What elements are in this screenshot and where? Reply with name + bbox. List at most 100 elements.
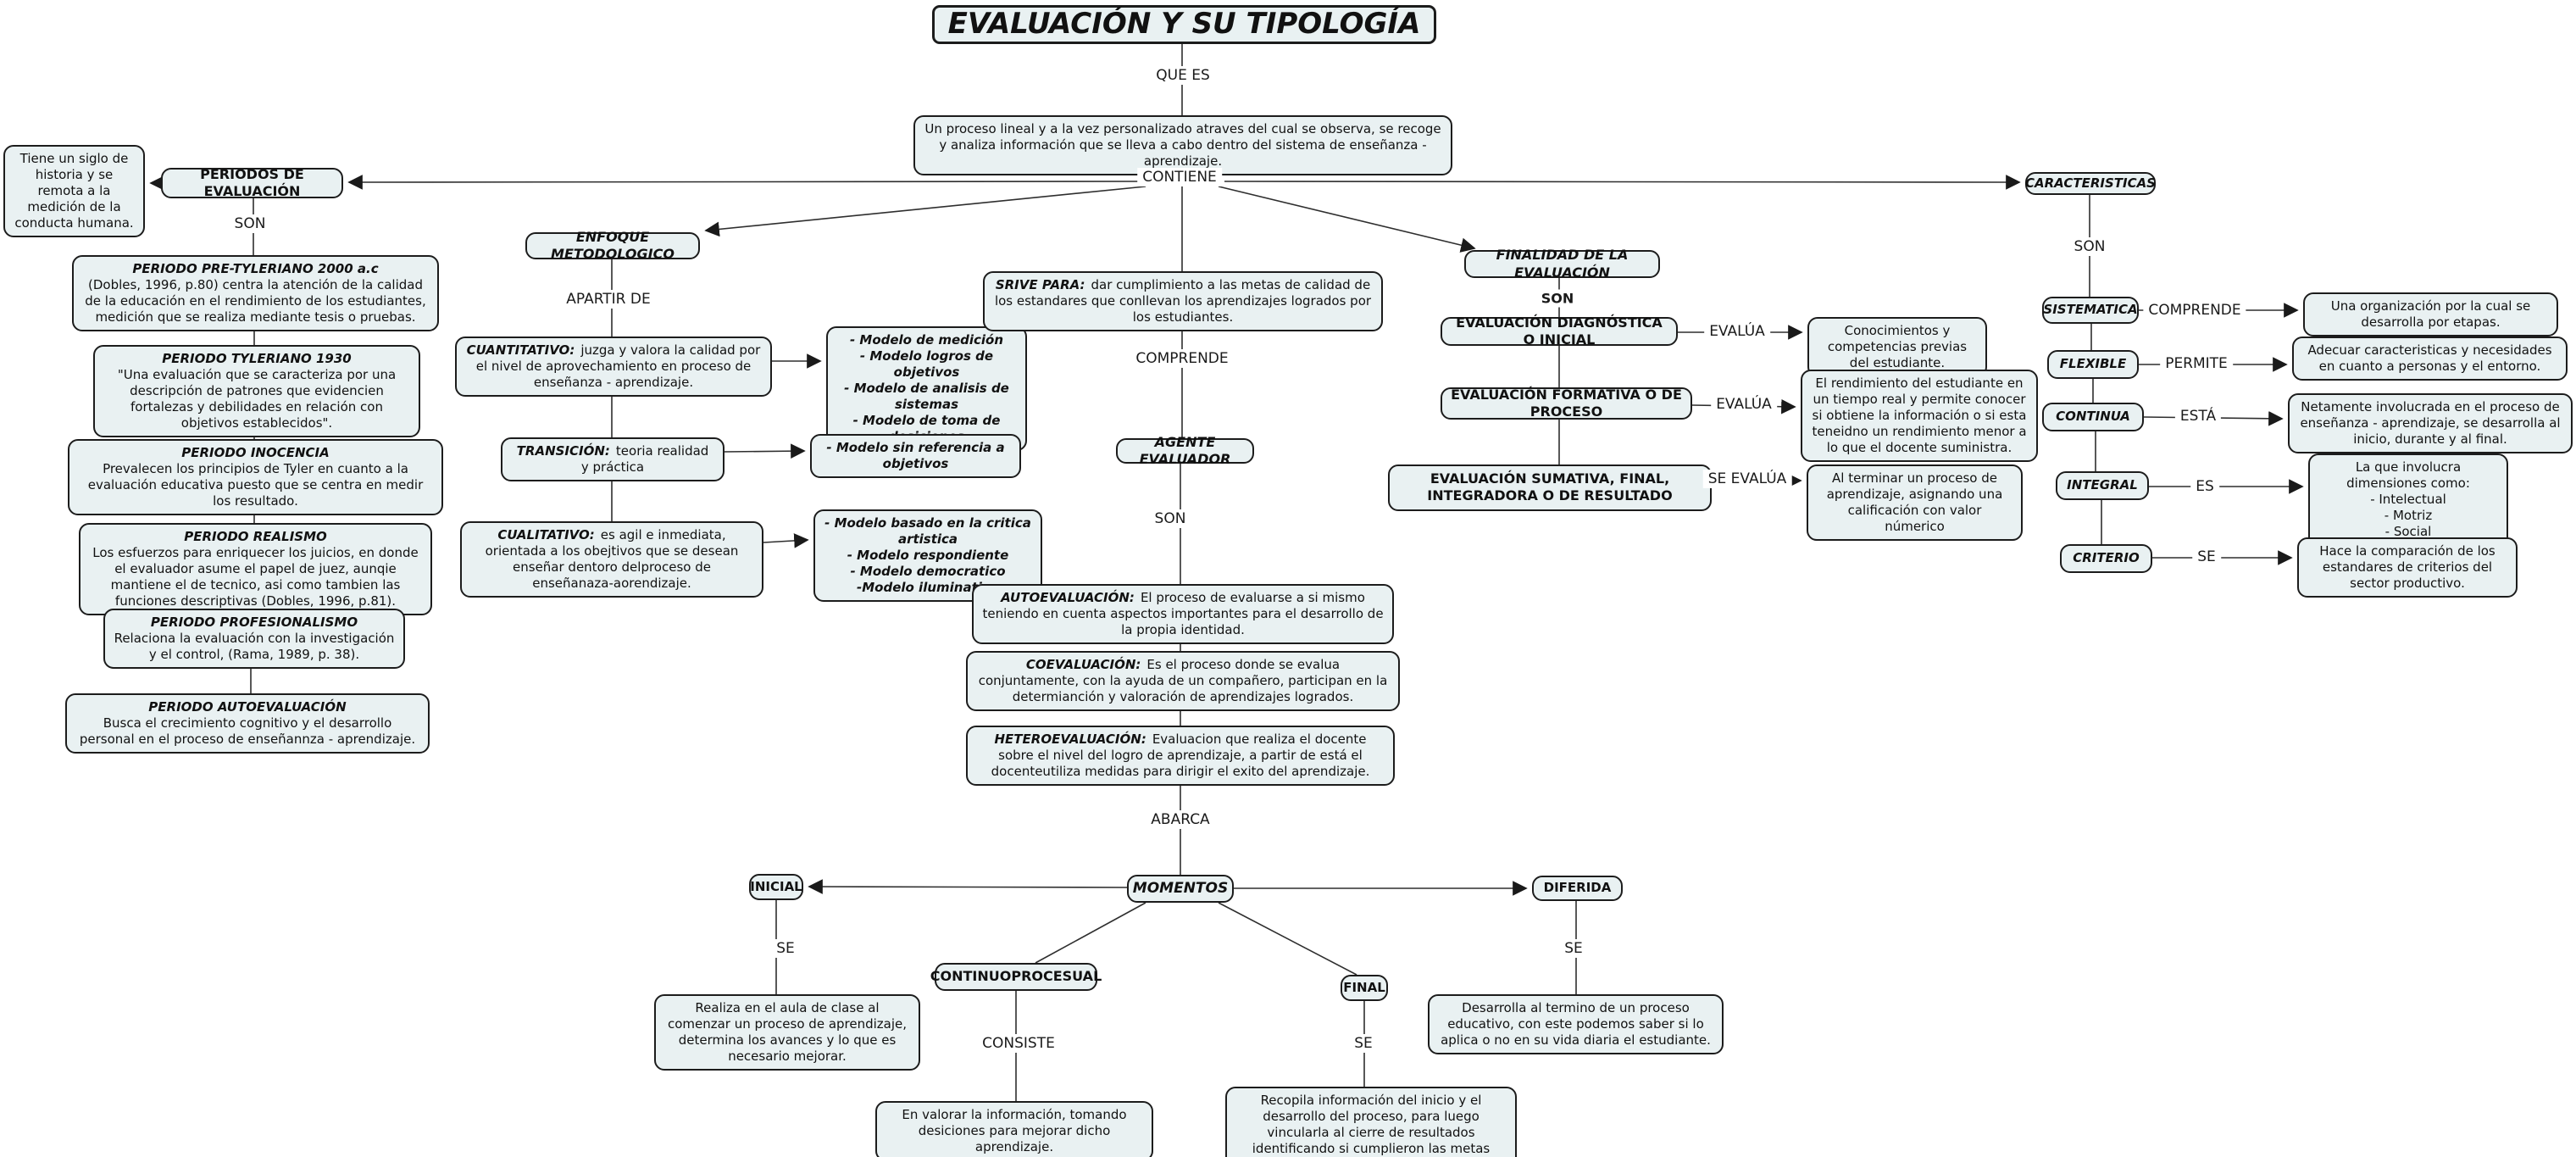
link-label-comprende-centro[interactable]: COMPRENDE — [1130, 349, 1234, 368]
node-cuantitativo[interactable]: CUANTITATIVO:juzga y valora la calidad p… — [455, 337, 772, 398]
node-nota-siglo[interactable]: Tiene un siglo de historia y se remota a… — [3, 145, 145, 238]
node-periodos-de-evaluacion[interactable]: PERIODOS DE EVALUACIÓN — [161, 166, 343, 199]
node-coevaluacion[interactable]: COEVALUACIÓN:Es el proceso donde se eval… — [966, 651, 1400, 712]
node-text: FINALIDAD DE LA EVALUACIÓN — [1496, 247, 1629, 281]
node-continuoprocesual[interactable]: CONTINUOPROCESUAL — [930, 963, 1102, 991]
node-conocimientos[interactable]: Conocimientos y competencias previas del… — [1807, 317, 1987, 378]
node-text: MOMENTOS — [1132, 879, 1229, 897]
node-evaluacion-diagnostica[interactable]: EVALUACIÓN DIAGNÓSTICA O INICIAL — [1441, 314, 1678, 348]
node-transicion[interactable]: TRANSICIÓN:teoria realidad y práctica — [501, 437, 724, 482]
node-text: En valorar la información, tomando desic… — [902, 1107, 1127, 1155]
link-label-se-inicial[interactable]: SE — [771, 939, 800, 958]
link-label-se-final[interactable]: SE — [1349, 1034, 1378, 1053]
node-evaluacion-sumativa[interactable]: EVALUACIÓN SUMATIVA, FINAL, INTEGRADORA … — [1388, 464, 1712, 511]
node-momentos[interactable]: MOMENTOS — [1127, 875, 1234, 903]
link-label-consiste[interactable]: CONSISTE — [977, 1034, 1060, 1053]
node-body: juzga y valora la calidad por el nivel d… — [475, 342, 761, 391]
link-label-se-criterio[interactable]: SE — [2192, 548, 2221, 566]
node-body: Evaluacion que realiza el docente sobre … — [991, 731, 1370, 780]
link-label-se-diferida[interactable]: SE — [1559, 939, 1588, 958]
node-title: PERIODO TYLERIANO 1930 — [162, 351, 352, 366]
node-agente-evaluador[interactable]: AGENTE EVALUADOR — [1116, 434, 1254, 467]
node-body: "Una evaluación que se caracteriza por u… — [117, 367, 397, 431]
node-integral[interactable]: INTEGRAL — [2056, 471, 2149, 500]
node-recopila[interactable]: Recopila información del inicio y el des… — [1225, 1087, 1517, 1157]
node-title: PERIODO PRE-TYLERIANO 2000 a.c — [132, 261, 379, 276]
link-label-que-es[interactable]: QUE ES — [1151, 66, 1215, 85]
node-text: CRITERIO — [2073, 550, 2140, 566]
node-flexible[interactable]: FLEXIBLE — [2047, 350, 2139, 379]
node-title: AUTOEVALUACIÓN: — [1001, 590, 1135, 605]
node-enfoque-metodologico[interactable]: ENFOQUE METODOLOGICO — [525, 229, 700, 262]
node-text: CARACTERISTICAS — [2025, 175, 2156, 191]
edges — [149, 44, 2304, 1101]
node-heteroevaluacion[interactable]: HETEROEVALUACIÓN:Evaluacion que realiza … — [966, 726, 1395, 787]
node-title: SRIVE PARA: — [995, 277, 1085, 292]
link-label-apartir-de[interactable]: APARTIR DE — [561, 290, 656, 309]
node-definition[interactable]: Un proceso lineal y a la vez personaliza… — [913, 115, 1452, 176]
node-final[interactable]: FINAL — [1341, 975, 1388, 1001]
node-inicial[interactable]: INICIAL — [749, 874, 803, 900]
link-label-permite[interactable]: PERMITE — [2160, 354, 2233, 373]
node-inicial-desc[interactable]: Realiza en el aula de clase al comenzar … — [654, 994, 920, 1071]
node-text: CONTINUOPROCESUAL — [930, 968, 1102, 985]
link-label-son-agente[interactable]: SON — [1149, 509, 1191, 528]
node-netamente[interactable]: Netamente involucrada en el proceso de e… — [2288, 393, 2573, 454]
node-title: HETEROEVALUACIÓN: — [994, 731, 1146, 747]
node-text: Adecuar caracteristicas y necesidades en… — [2307, 342, 2552, 375]
node-una-organizacion[interactable]: Una organización por la cual se desarrol… — [2303, 292, 2558, 337]
node-autoevaluacion[interactable]: AUTOEVALUACIÓN:El proceso de evaluarse a… — [972, 584, 1394, 645]
node-comparacion[interactable]: Hace la comparación de los estandares de… — [2297, 537, 2518, 598]
link-label-son-caracteristicas[interactable]: SON — [2068, 237, 2111, 256]
node-modelos-cuantitativo[interactable]: - Modelo de medición - Modelo logros de … — [826, 326, 1027, 452]
map-title[interactable]: EVALUACIÓN Y SU TIPOLOGÍA — [932, 5, 1436, 44]
node-adecuar[interactable]: Adecuar caracteristicas y necesidades en… — [2292, 337, 2568, 381]
link-label-comprende-sistematica[interactable]: COMPRENDE — [2143, 301, 2246, 320]
node-criterio[interactable]: CRITERIO — [2060, 544, 2152, 573]
link-label-se-evalua[interactable]: SE EVALÚA — [1702, 470, 1792, 488]
node-title: TRANSICIÓN: — [516, 443, 610, 459]
node-sistematica[interactable]: SISTEMATICA — [2042, 297, 2139, 324]
node-text: - Modelo de medición - Modelo logros de … — [844, 332, 1009, 444]
link-label-son-finalidad[interactable]: SON — [1535, 289, 1579, 308]
node-body: Busca el crecimiento cognitivo y el desa… — [79, 715, 416, 748]
node-rendimiento[interactable]: El rendimiento del estudiante en un tiem… — [1801, 370, 2038, 463]
node-body: Es el proceso donde se evalua conjuntame… — [978, 657, 1388, 705]
node-finalidad[interactable]: FINALIDAD DE LA EVALUACIÓN — [1464, 247, 1660, 281]
node-title: CUALITATIVO: — [497, 527, 595, 542]
node-evaluacion-formativa[interactable]: EVALUACIÓN FORMATIVA O DE PROCESO — [1441, 387, 1692, 420]
link-label-esta[interactable]: ESTÁ — [2174, 407, 2222, 426]
node-text: CONTINUA — [2056, 409, 2130, 425]
node-text: Recopila información del inicio y el des… — [1252, 1093, 1491, 1157]
node-text: Una organización por la cual se desarrol… — [2330, 298, 2531, 331]
link-label-contiene[interactable]: CONTIENE — [1137, 168, 1222, 186]
link-label-son-periodos[interactable]: SON — [229, 214, 271, 233]
node-periodo-tyleriano[interactable]: PERIODO TYLERIANO 1930"Una evaluación qu… — [93, 345, 420, 438]
node-diferida[interactable]: DIFERIDA — [1532, 876, 1623, 901]
link-label-es[interactable]: ES — [2190, 477, 2219, 496]
node-periodo-pre-tyleriano[interactable]: PERIODO PRE-TYLERIANO 2000 a.c(Dobles, 1… — [72, 255, 439, 332]
node-title: CUANTITATIVO: — [466, 342, 575, 358]
node-body: El proceso de evaluarse a si mismo tenie… — [982, 590, 1384, 638]
node-title: PERIODO AUTOEVALUACIÓN — [148, 699, 347, 715]
link-label-abarca[interactable]: ABARCA — [1146, 810, 1215, 829]
node-desarrolla[interactable]: Desarrolla al termino de un proceso educ… — [1428, 994, 1724, 1055]
node-cualitativo[interactable]: CUALITATIVO:es agil e inmediata, orienta… — [460, 521, 763, 598]
node-continua[interactable]: CONTINUA — [2042, 403, 2144, 431]
node-modelo-sin-referencia[interactable]: - Modelo sin referencia a objetivos — [810, 434, 1021, 479]
node-text: AGENTE EVALUADOR — [1139, 433, 1231, 467]
node-sirve-para[interactable]: SRIVE PARA:dar cumplimiento a las metas … — [983, 271, 1383, 332]
link-label-evalua-2[interactable]: EVALÚA — [1711, 395, 1777, 414]
link-label-evalua-1[interactable]: EVALÚA — [1704, 322, 1770, 341]
node-text: EVALUACIÓN FORMATIVA O DE PROCESO — [1451, 386, 1682, 420]
node-valorar[interactable]: En valorar la información, tomando desic… — [875, 1101, 1153, 1157]
node-text: Un proceso lineal y a la vez personaliza… — [924, 121, 1441, 170]
node-al-terminar[interactable]: Al terminar un proceso de aprendizaje, a… — [1807, 464, 2023, 542]
node-caracteristicas[interactable]: CARACTERISTICAS — [2025, 172, 2156, 195]
node-body: teoria realidad y práctica — [580, 443, 709, 476]
